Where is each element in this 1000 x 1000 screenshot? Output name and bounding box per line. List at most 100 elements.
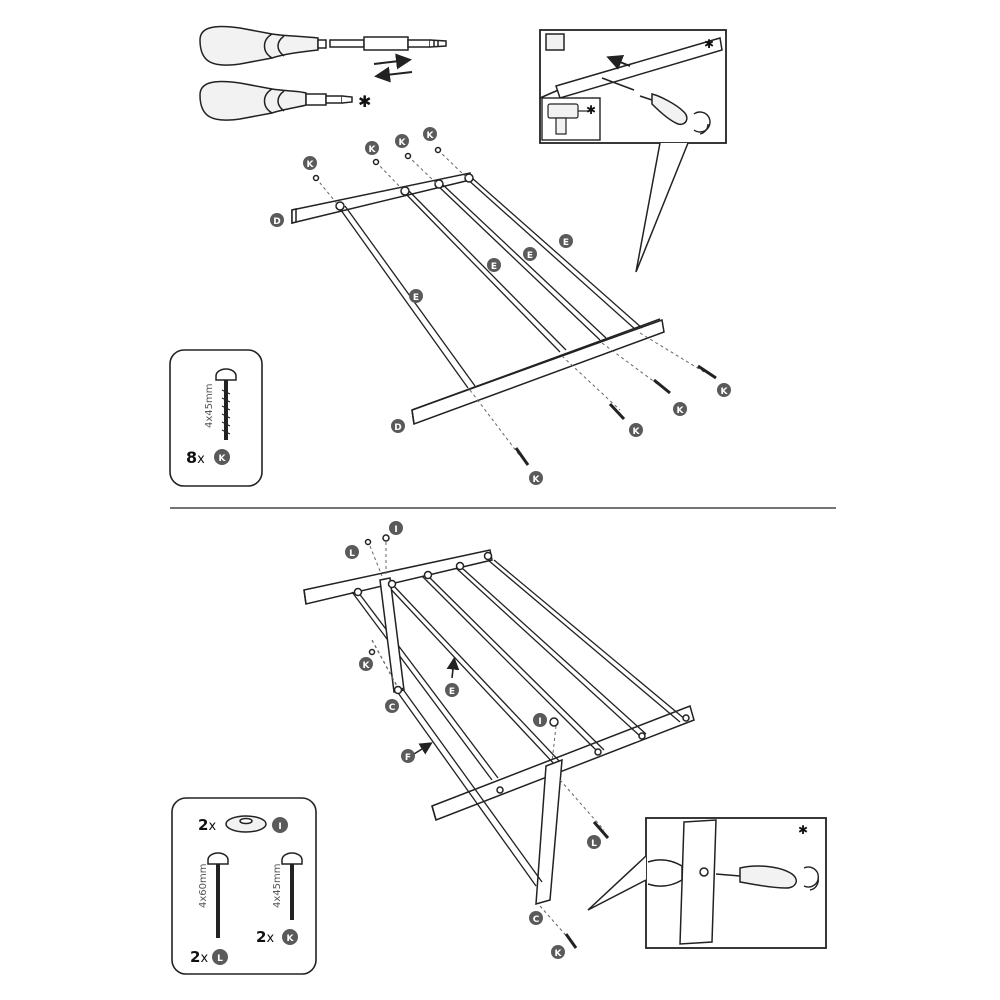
- label-e: E: [409, 289, 423, 303]
- svg-text:E: E: [491, 262, 497, 272]
- svg-text:L: L: [349, 549, 355, 559]
- label-e: E: [559, 234, 573, 248]
- star-icon: ✱: [798, 823, 808, 837]
- parts-label-i: I: [272, 817, 288, 833]
- svg-text:C: C: [389, 703, 396, 713]
- screwdriver-icon: [199, 25, 327, 66]
- screw-short-quantity: 2x: [256, 928, 274, 946]
- detail-callout-step2: [587, 817, 827, 949]
- label-l: L: [587, 835, 601, 849]
- detail-callout-step1: ✱ ✱: [539, 29, 727, 273]
- label-e: E: [445, 683, 459, 697]
- screw-long-quantity-suffix: x: [200, 951, 208, 966]
- label-i: I: [533, 713, 547, 727]
- rotate-icon: [803, 866, 820, 891]
- svg-text:I: I: [538, 717, 541, 727]
- screw-k-icon: [281, 852, 303, 920]
- screw-short-quantity-suffix: x: [266, 931, 274, 946]
- drill-icon: [547, 103, 590, 135]
- svg-text:E: E: [527, 251, 533, 261]
- svg-text:K: K: [555, 949, 563, 959]
- washer-quantity: 2x: [198, 816, 216, 834]
- label-k: K: [673, 402, 687, 416]
- star-icon: ✱: [704, 37, 714, 51]
- parts-box-step2: [171, 797, 317, 975]
- svg-text:K: K: [219, 454, 227, 464]
- label-c: C: [529, 911, 543, 925]
- svg-text:K: K: [633, 427, 641, 437]
- svg-text:K: K: [363, 661, 371, 671]
- step1-labels: K K K K D D E E E E K K K K: [270, 127, 731, 485]
- svg-text:K: K: [369, 145, 377, 155]
- step-1: ✱: [169, 25, 727, 487]
- washer-quantity-number: 2: [198, 816, 208, 834]
- label-d: D: [391, 419, 405, 433]
- label-k: K: [359, 657, 373, 671]
- label-f: F: [401, 749, 415, 763]
- brace-f: [371, 639, 543, 887]
- parts-box-step1: [169, 349, 263, 487]
- leg-c-right: [535, 758, 563, 906]
- screw-guides-step2: [369, 542, 605, 941]
- star-icon: ✱: [586, 103, 596, 117]
- label-l: L: [345, 545, 359, 559]
- screw-long-dimension: 4x60mm: [198, 864, 209, 909]
- label-i: I: [389, 521, 403, 535]
- rods: [351, 559, 687, 781]
- screw-l-icon: [207, 852, 229, 938]
- label-k: K: [551, 945, 565, 959]
- label-k: K: [395, 134, 409, 148]
- screw-short-quantity-number: 2: [256, 928, 266, 946]
- step2-labels: I L K E C F I L C K: [345, 521, 601, 959]
- svg-text:K: K: [287, 934, 295, 944]
- label-k: K: [423, 127, 437, 141]
- svg-text:K: K: [307, 160, 315, 170]
- svg-text:K: K: [533, 475, 541, 485]
- label-d: D: [270, 213, 284, 227]
- svg-text:K: K: [399, 138, 407, 148]
- label-e: E: [523, 247, 537, 261]
- screw-long-quantity-number: 2: [190, 948, 200, 966]
- screws-top: [312, 146, 442, 182]
- rail-bottom: [431, 705, 695, 821]
- svg-text:C: C: [533, 915, 540, 925]
- screw-short-dimension: 4x45mm: [272, 864, 283, 909]
- parts-label-l: L: [212, 949, 228, 965]
- svg-text:K: K: [721, 387, 729, 397]
- rotate-icon: [693, 111, 711, 135]
- label-c: C: [385, 699, 399, 713]
- star-icon: ✱: [358, 92, 371, 111]
- svg-text:E: E: [563, 238, 569, 248]
- parts-quantity: 8x: [186, 448, 205, 467]
- screw-k-icon: [215, 368, 237, 440]
- washer-quantity-suffix: x: [208, 819, 216, 834]
- svg-text:L: L: [591, 839, 597, 849]
- washer-icon: [225, 815, 267, 833]
- label-k: K: [529, 471, 543, 485]
- screw-dimension: 4x45mm: [204, 384, 215, 429]
- svg-text:L: L: [217, 954, 223, 964]
- parts-label-k: K: [214, 449, 230, 465]
- label-k: K: [717, 383, 731, 397]
- label-k: K: [365, 141, 379, 155]
- svg-text:K: K: [677, 406, 685, 416]
- label-e: E: [487, 258, 501, 272]
- svg-text:E: E: [449, 687, 455, 697]
- screws-bottom: [514, 364, 717, 466]
- parts-label-k: K: [282, 929, 298, 945]
- holes: [353, 551, 690, 794]
- svg-text:K: K: [427, 131, 435, 141]
- svg-text:I: I: [394, 525, 397, 535]
- screw-guides: [315, 149, 705, 457]
- bit-icon: [329, 36, 447, 51]
- svg-text:D: D: [394, 423, 401, 433]
- svg-text:I: I: [278, 822, 281, 832]
- svg-text:E: E: [413, 293, 419, 303]
- svg-text:D: D: [273, 217, 280, 227]
- parts-quantity-suffix: x: [197, 452, 205, 467]
- rail-d-bottom: [411, 318, 665, 426]
- step-2: ✱: [171, 534, 827, 975]
- parts-quantity-number: 8: [186, 448, 197, 467]
- screwdriver-assembled-icon: [199, 80, 353, 121]
